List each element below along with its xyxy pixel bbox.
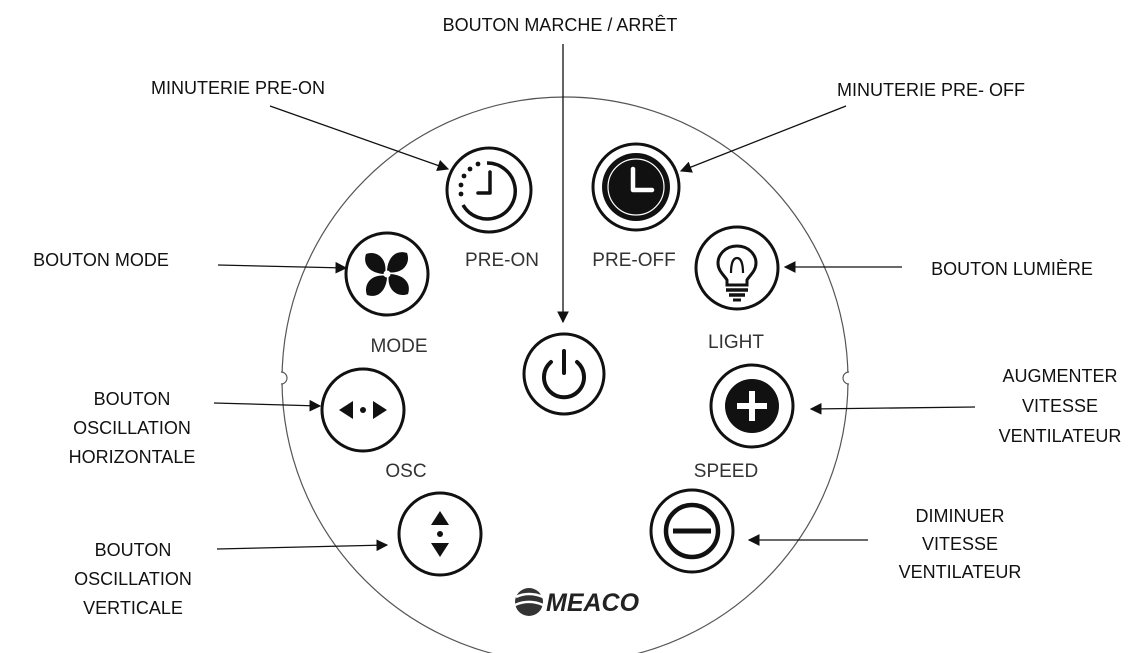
power-button[interactable] (522, 332, 606, 416)
callout-osc-h-line1: BOUTON (94, 389, 171, 409)
mode-button[interactable] (344, 231, 430, 317)
callout-pre-off: MINUTERIE PRE- OFF (837, 80, 1025, 100)
arrow-pre-off (679, 105, 847, 173)
meaco-globe-icon (514, 588, 544, 616)
timer-dotted-icon (458, 161, 517, 221)
pre-on-button[interactable] (445, 146, 533, 234)
left-right-arrows-icon (339, 401, 387, 419)
plus-icon (737, 391, 767, 421)
panel-notch-left (280, 371, 288, 385)
callout-osc-h-line3: HORIZONTALE (69, 447, 196, 467)
arrow-pre-on (269, 105, 450, 172)
pre-off-button[interactable] (591, 142, 681, 232)
light-button[interactable] (694, 225, 780, 311)
callout-pre-on: MINUTERIE PRE-ON (151, 78, 325, 98)
speed-label: SPEED (694, 461, 758, 482)
arrow-mode (217, 261, 348, 274)
up-down-arrows-icon (431, 511, 449, 557)
callout-speed-down-line2: VITESSE (922, 534, 998, 554)
callout-speed-up-line2: VITESSE (1022, 396, 1098, 416)
arrow-osc-h (213, 399, 322, 412)
brand-logo: MEACO (514, 588, 640, 617)
callout-osc-v-line2: OSCILLATION (74, 569, 192, 589)
power-icon (542, 349, 586, 400)
callout-speed-down-line1: DIMINUER (916, 506, 1005, 526)
callout-speed-up-line1: AUGMENTER (1002, 366, 1117, 386)
bulb-icon (716, 244, 758, 302)
callout-osc-h-line2: OSCILLATION (73, 418, 191, 438)
osc-vertical-button[interactable] (397, 491, 483, 577)
arrow-speed-up (809, 403, 976, 415)
osc-label: OSC (385, 461, 426, 482)
mode-label: MODE (371, 336, 428, 357)
callout-mode: BOUTON MODE (33, 250, 169, 270)
light-label: LIGHT (708, 332, 764, 353)
pre-off-label: PRE-OFF (592, 250, 675, 271)
fan-icon (365, 252, 409, 296)
speed-down-button[interactable] (649, 488, 735, 574)
callout-osc-v-line3: VERTICALE (83, 598, 183, 618)
clock-filled-icon (614, 165, 658, 209)
title-power-callout: BOUTON MARCHE / ARRÊT (443, 15, 678, 35)
panel-notch-right (842, 371, 850, 385)
osc-horizontal-button[interactable] (320, 367, 406, 453)
callout-osc-v-line1: BOUTON (95, 540, 172, 560)
callout-speed-down-line3: VENTILATEUR (899, 562, 1022, 582)
callout-light: BOUTON LUMIÈRE (931, 259, 1093, 279)
speed-up-button[interactable] (709, 363, 795, 449)
arrow-osc-v (216, 539, 389, 552)
pre-on-label: PRE-ON (465, 250, 539, 271)
brand-name: MEACO (546, 589, 640, 617)
callout-speed-up-line3: VENTILATEUR (999, 426, 1122, 446)
